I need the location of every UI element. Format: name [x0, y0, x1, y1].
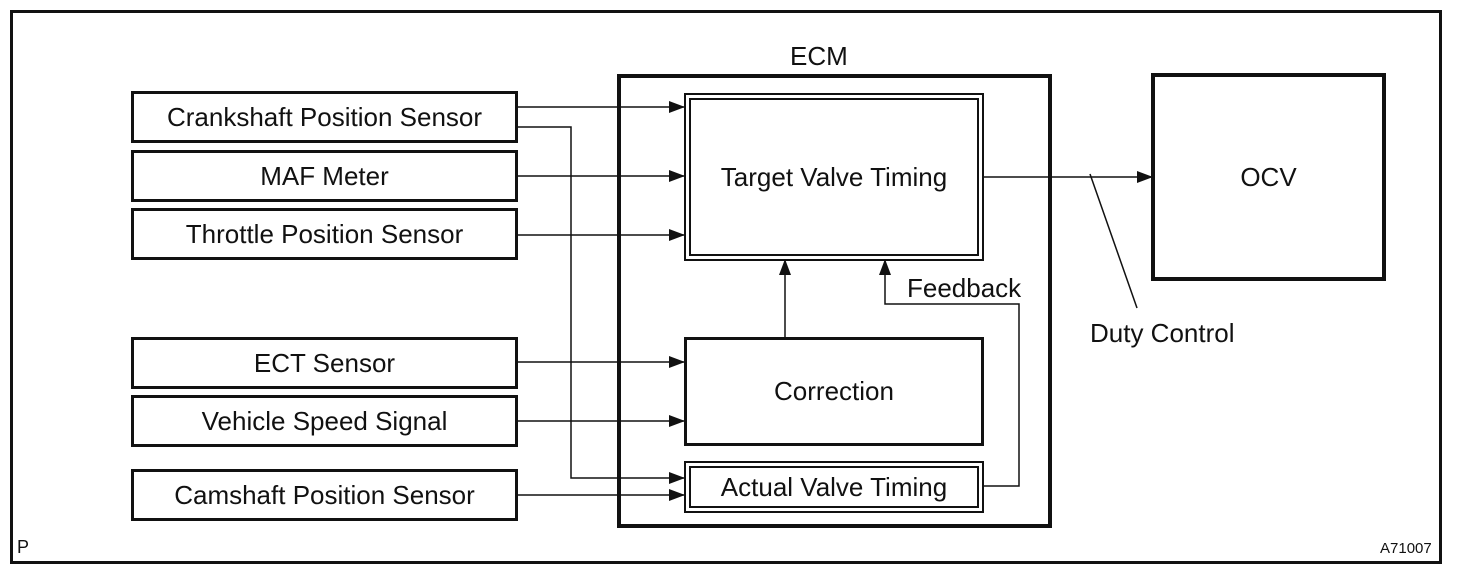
target-valve-timing-label: Target Valve Timing	[720, 161, 948, 192]
actual-valve-timing-block: Actual Valve Timing	[684, 461, 984, 513]
crankshaft-sensor-label: Crankshaft Position Sensor	[166, 101, 483, 132]
corner-mark: P	[17, 537, 30, 557]
correction-label: Correction	[774, 376, 894, 406]
ect-sensor-label: ECT Sensor	[253, 347, 396, 378]
vehicle-speed-label: Vehicle Speed Signal	[201, 405, 448, 436]
ect-sensor-box: ECT Sensor	[131, 337, 518, 389]
maf-meter-box: MAF Meter	[131, 150, 518, 202]
vehicle-speed-box: Vehicle Speed Signal	[131, 395, 518, 447]
ecm-title: ECM	[790, 41, 848, 71]
wire-feedback	[879, 259, 1020, 487]
ocv-label: OCV	[1240, 161, 1297, 192]
crankshaft-sensor-box: Crankshaft Position Sensor	[131, 91, 518, 143]
diagram-frame	[10, 10, 1442, 564]
camshaft-sensor-label: Camshaft Position Sensor	[174, 479, 475, 510]
duty-control-label: Duty Control	[1090, 318, 1235, 348]
ecm-box	[617, 74, 1052, 528]
correction-block: Correction	[684, 337, 984, 446]
ocv-block: OCV	[1151, 73, 1386, 281]
throttle-sensor-label: Throttle Position Sensor	[185, 218, 464, 249]
figure-id: A71007	[1380, 540, 1432, 557]
feedback-label: Feedback	[907, 273, 1022, 303]
duty-control-leader	[1089, 173, 1138, 309]
throttle-sensor-box: Throttle Position Sensor	[131, 208, 518, 260]
maf-meter-label: MAF Meter	[260, 160, 389, 191]
target-valve-timing-block: Target Valve Timing	[684, 93, 984, 261]
wire-crankshaft-actual	[517, 126, 685, 484]
actual-valve-timing-label: Actual Valve Timing	[720, 471, 948, 502]
camshaft-sensor-box: Camshaft Position Sensor	[131, 469, 518, 521]
